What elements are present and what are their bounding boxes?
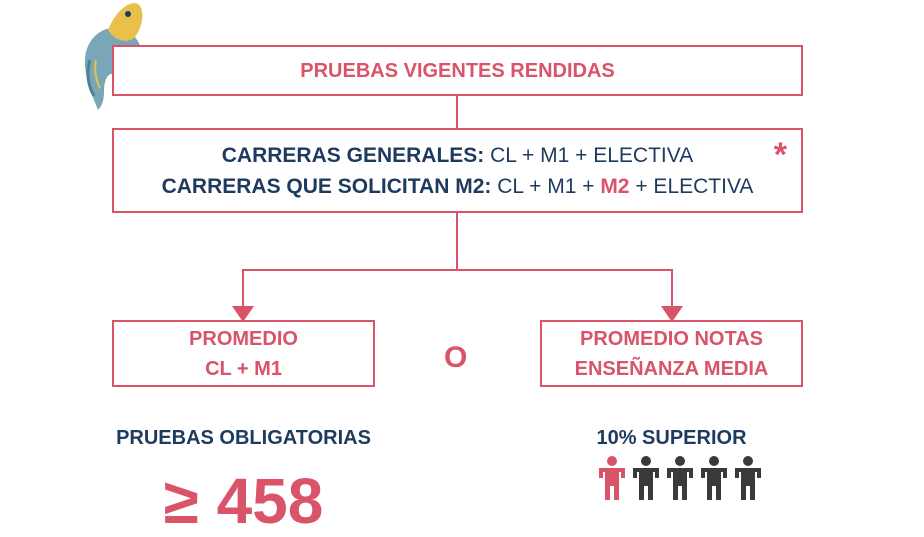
- average-cl-m1-box: PROMEDIO CL + M1: [112, 320, 375, 387]
- minimum-score: ≥ 458: [163, 465, 324, 537]
- connector-right-down: [671, 269, 673, 309]
- tested-tests-box: PRUEBAS VIGENTES RENDIDAS: [112, 45, 803, 96]
- arrow-down-icon: [661, 306, 683, 322]
- average-grades-line1: PROMEDIO NOTAS: [580, 327, 763, 350]
- top-ten-percent-heading: 10% SUPERIOR: [596, 427, 747, 449]
- mandatory-tests-heading: PRUEBAS OBLIGATORIAS: [116, 427, 371, 449]
- person-icon: [667, 456, 693, 500]
- asterisk-mark: *: [773, 136, 787, 174]
- general-careers-label: CARRERAS GENERALES:: [221, 143, 485, 167]
- people-row: [597, 456, 767, 500]
- average-cl-m1-line2: CL + M1: [205, 357, 282, 380]
- person-icon: [701, 456, 727, 500]
- m2-careers-value-b: + ELECTIVA: [629, 174, 754, 198]
- m2-careers-line: CARRERAS QUE SOLICITAN M2: CL + M1 + M2 …: [162, 171, 754, 202]
- person-icon: [633, 456, 659, 500]
- general-careers-line: CARRERAS GENERALES: CL + M1 + ELECTIVA: [222, 140, 693, 171]
- average-grades-line2: ENSEÑANZA MEDIA: [574, 357, 769, 380]
- connector-horizontal: [242, 269, 673, 271]
- connector-top-middle: [456, 96, 458, 128]
- m2-careers-label: CARRERAS QUE SOLICITAN M2:: [161, 174, 492, 198]
- tested-tests-title: PRUEBAS VIGENTES RENDIDAS: [300, 59, 615, 82]
- general-careers-value: CL + M1 + ELECTIVA: [484, 143, 694, 167]
- or-label: O: [444, 341, 468, 374]
- m2-careers-value-a: CL + M1 +: [491, 174, 601, 198]
- average-cl-m1-line1: PROMEDIO: [189, 327, 298, 350]
- connector-left-down: [242, 269, 244, 309]
- arrow-down-icon: [232, 306, 254, 322]
- person-icon: [735, 456, 761, 500]
- average-grades-box: PROMEDIO NOTAS ENSEÑANZA MEDIA: [540, 320, 803, 387]
- person-icon: [599, 456, 625, 500]
- connector-middle-down: [456, 213, 458, 271]
- careers-box: CARRERAS GENERALES: CL + M1 + ELECTIVA C…: [112, 128, 803, 213]
- m2-highlight: M2: [600, 174, 630, 198]
